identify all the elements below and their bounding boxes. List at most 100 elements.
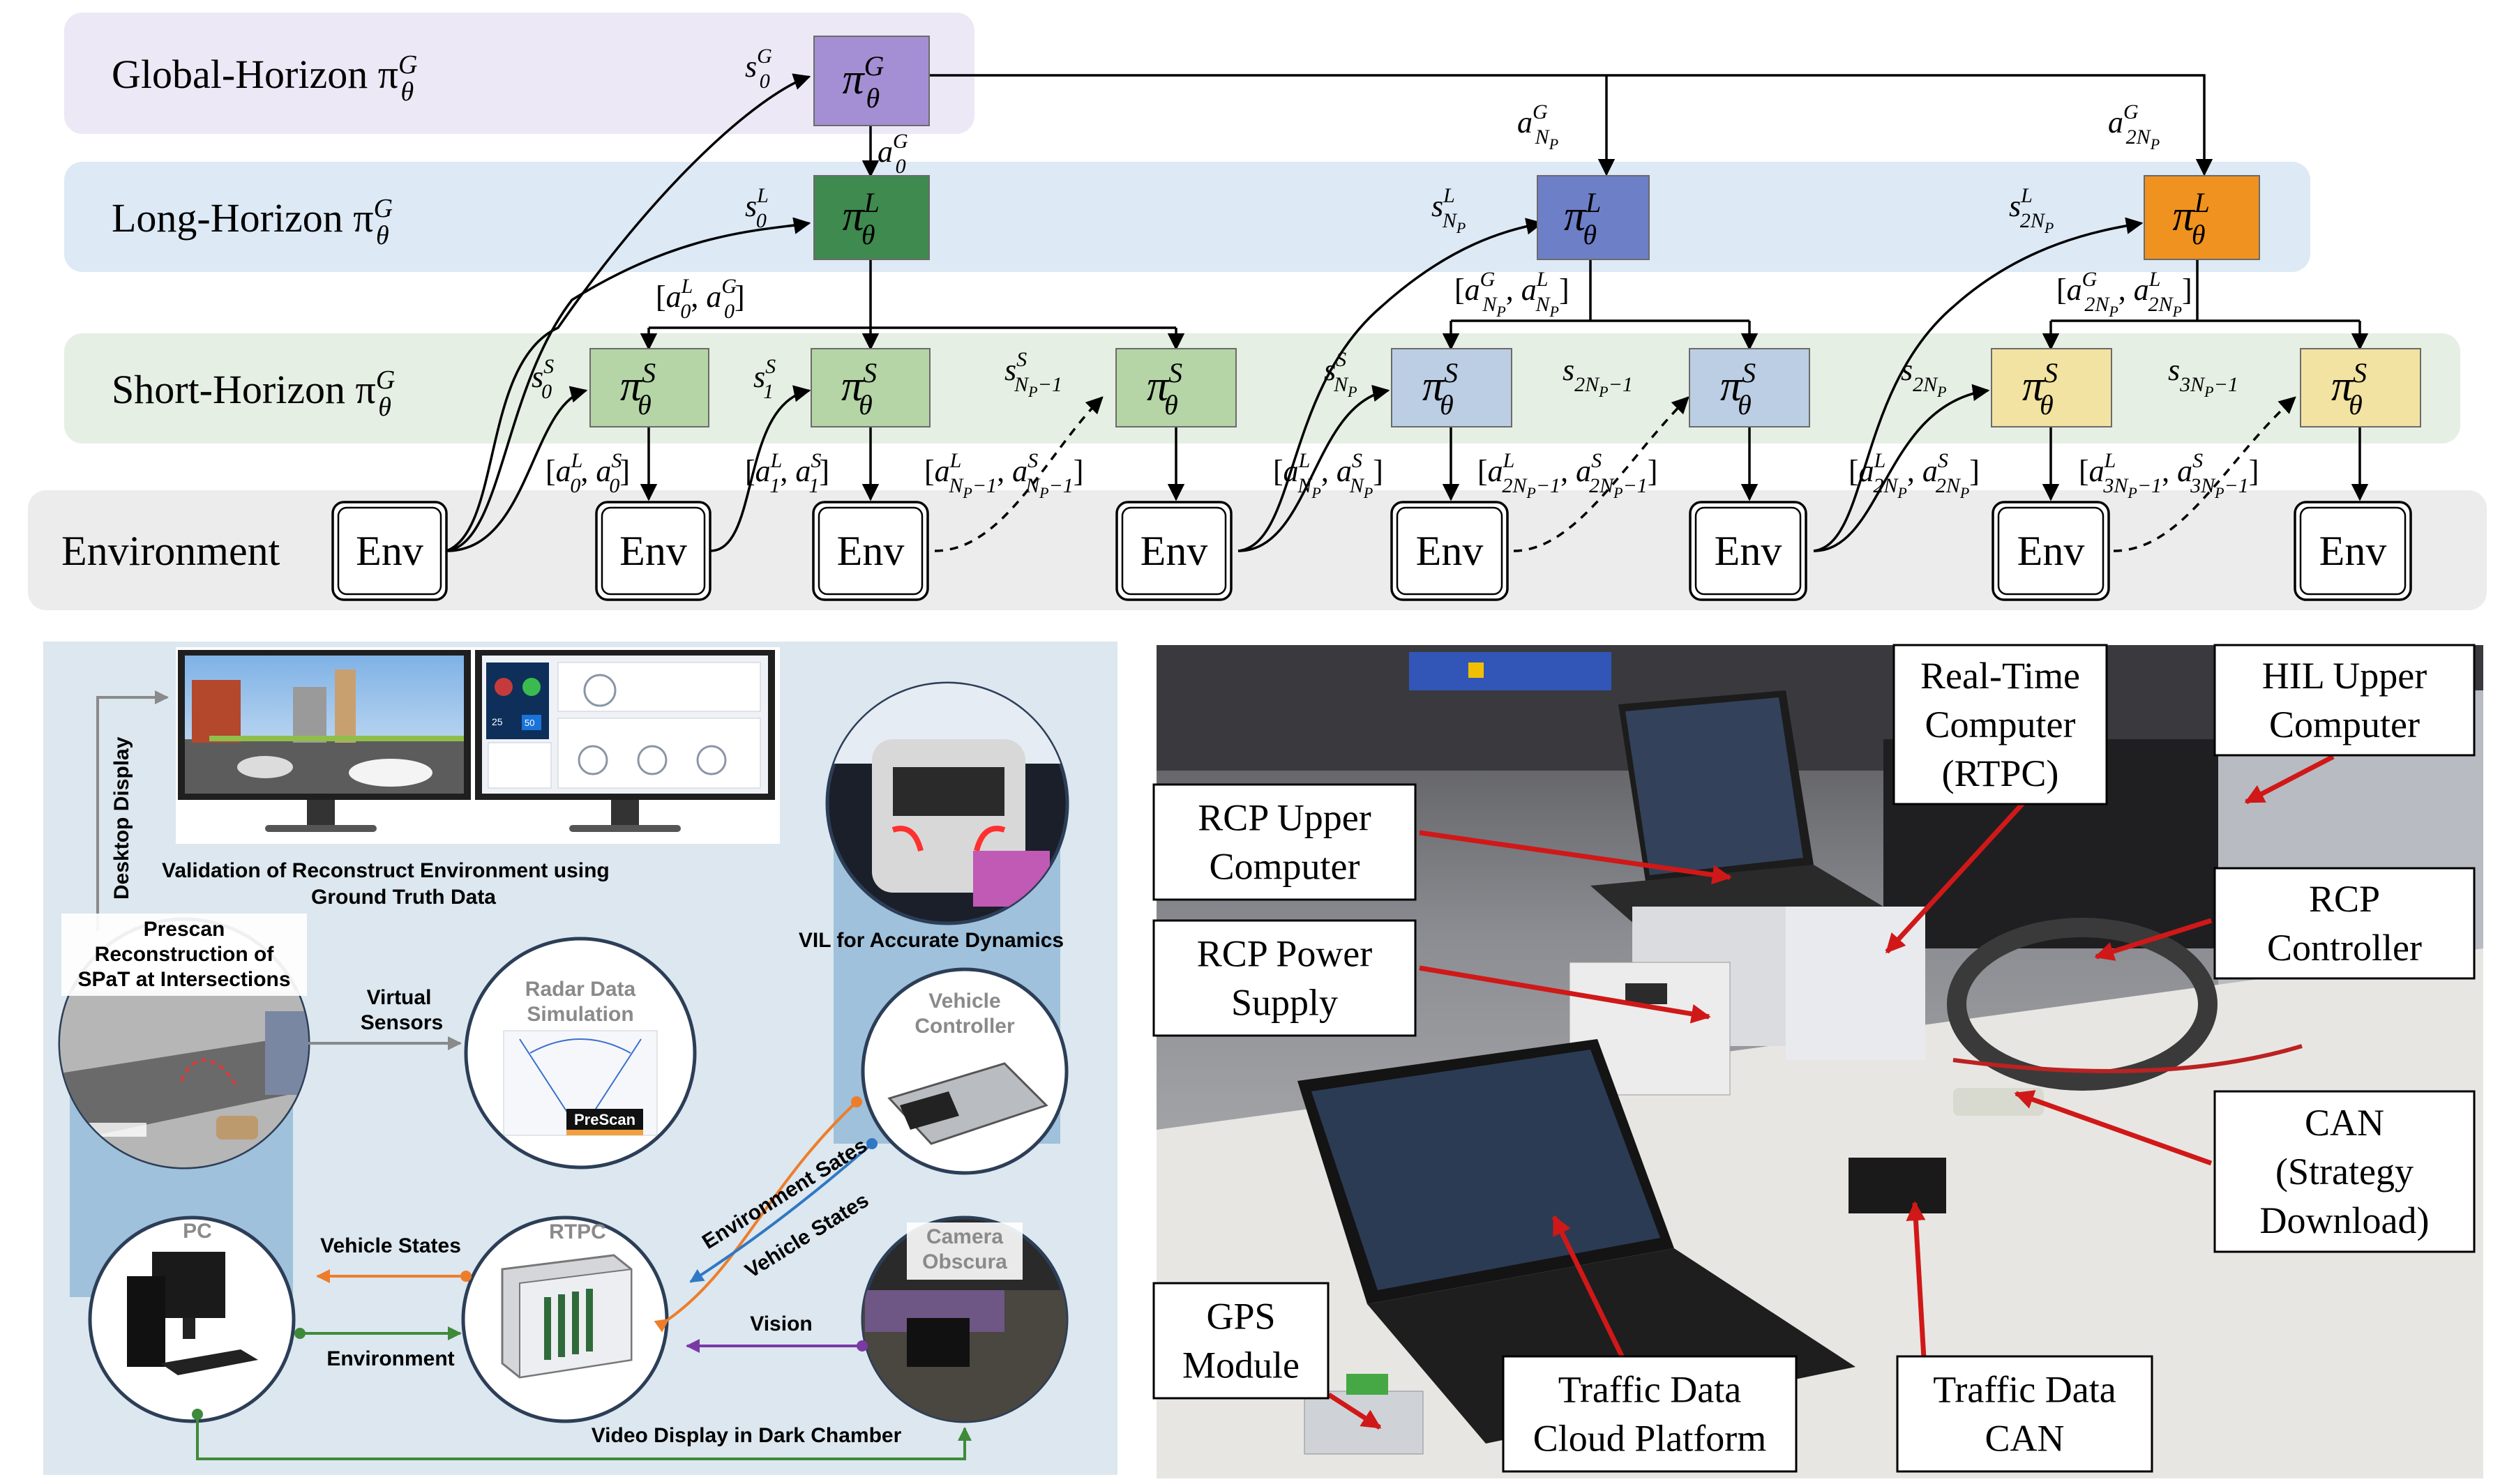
label-line: (Strategy <box>2275 1151 2414 1192</box>
camera-label-bg <box>907 1222 1023 1280</box>
validation-caption-2: Ground Truth Data <box>311 886 496 909</box>
prescan-label-bg <box>61 914 307 996</box>
env-box-inner <box>1997 506 2105 596</box>
environment-band-label: Environment <box>61 528 280 574</box>
long-band <box>64 162 2310 272</box>
global-band <box>64 13 974 134</box>
label-line: Cloud Platform <box>1533 1418 1767 1460</box>
car-grey <box>237 756 293 778</box>
env-label: Env <box>356 528 423 574</box>
label-line: Computer <box>2269 704 2420 745</box>
label-line: CAN <box>1985 1418 2064 1460</box>
vision-label: Vision <box>750 1312 812 1335</box>
desktop-display-arrow <box>96 690 169 931</box>
env-node: Env <box>331 501 448 601</box>
camera-obscura-circle: Camera Obscura <box>861 1216 1069 1423</box>
label-box <box>2213 644 2476 757</box>
stand-left <box>307 800 335 826</box>
label-line: Controller <box>2267 927 2422 969</box>
state-s2NP-1-short: s2NP−1 <box>1563 353 1633 400</box>
grass <box>209 736 464 741</box>
policy-box <box>1537 175 1650 260</box>
video-display-node <box>192 1409 203 1420</box>
desktop-monitors: 25 50 <box>176 647 780 844</box>
label-box <box>1152 1282 1330 1400</box>
pc-label: PC <box>183 1220 212 1243</box>
building-1 <box>192 680 241 743</box>
building-3 <box>335 669 356 743</box>
pointer-can <box>2014 1090 2213 1166</box>
gauge-1 <box>583 674 617 707</box>
env-box-inner <box>1396 506 1503 596</box>
hil-diagram: 25 50 Validation of Reconstruct Environm… <box>43 642 1117 1475</box>
hierarchy-links <box>446 73 2369 552</box>
dashboard-panel-1 <box>557 662 761 712</box>
prescan-label-3: SPaT at Intersections <box>77 968 290 991</box>
pointer-rcp-power <box>1419 965 1711 1024</box>
env-box-inner <box>2299 506 2407 596</box>
vehicle-controller-label-1: Vehicle <box>928 990 1000 1013</box>
policy-box <box>1689 348 1810 427</box>
label-box <box>1502 1355 1798 1473</box>
camera-body <box>907 1318 970 1367</box>
env-box-inner <box>818 506 924 596</box>
state-curve-global <box>446 73 811 552</box>
env-label: Env <box>1140 528 1208 574</box>
env-label: Env <box>1715 528 1782 574</box>
policy-box <box>811 348 931 427</box>
pc-stand <box>183 1318 195 1339</box>
gauge-3 <box>637 745 668 775</box>
state-curve-long1 <box>446 217 811 552</box>
rtpc-label: RTPC <box>549 1220 606 1243</box>
label-line: RCP Upper <box>1198 797 1371 839</box>
label-line: Computer <box>1210 846 1360 888</box>
gps-module-device <box>1304 1391 1424 1455</box>
vehicle-controller-circle: Vehicle Controller <box>861 967 1069 1175</box>
prescan-label-2: Reconstruction of <box>95 943 275 966</box>
label-box <box>2213 867 2476 980</box>
prescan-path <box>180 1059 239 1089</box>
env-box-outer <box>1992 501 2110 601</box>
label-line: Module <box>1182 1345 1300 1386</box>
rtpc-card-1 <box>544 1297 551 1360</box>
policy-box <box>589 348 709 427</box>
environment-sates-arrow <box>654 1100 858 1333</box>
state-curve-short6 <box>1813 384 1990 552</box>
env-node: Env <box>1115 501 1233 601</box>
video-display-label: Video Display in Dark Chamber <box>592 1424 902 1447</box>
prescan-circle: Prescan Reconstruction of SPaT at Inters… <box>58 914 310 1169</box>
env-box-outer <box>2294 501 2412 601</box>
vil-tail-light-left <box>891 826 924 852</box>
pointer-cloud <box>1551 1215 1632 1372</box>
label-line: Computer <box>1925 704 2076 745</box>
gauge-2 <box>578 745 608 775</box>
camera-label-1: Camera <box>926 1225 1003 1248</box>
rtpc-circle: RTPC <box>461 1216 669 1423</box>
label-line: HIL Upper <box>2262 655 2427 697</box>
pc-circle: PC <box>88 1216 296 1423</box>
red-wires <box>1952 1044 2303 1073</box>
state-curve-long2 <box>1237 218 1544 552</box>
state-curve-short4 <box>1237 384 1390 552</box>
label-line: Real-Time <box>1920 655 2080 697</box>
environment-sates-node <box>851 1096 862 1107</box>
radar-circle: Radar Data Simulation PreScan <box>464 937 697 1169</box>
